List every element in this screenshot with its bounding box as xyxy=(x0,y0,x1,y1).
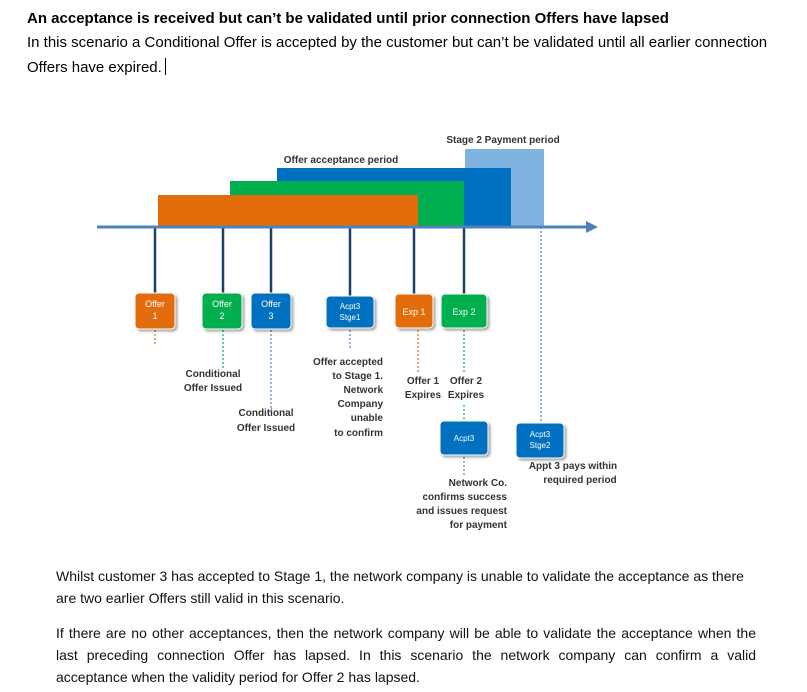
offer3-box-line1: Offer xyxy=(261,299,281,309)
stage2-payment-label: Stage 2 Payment period xyxy=(446,135,559,146)
offer-acceptance-label: Offer acceptance period xyxy=(284,155,398,166)
note-appt3-pays-line1: Appt 3 pays within xyxy=(529,461,617,472)
note-conditional-offer-2-line2: Offer Issued xyxy=(184,383,242,394)
offer1-box-line2: 1 xyxy=(152,311,157,321)
note-offer-accepted-line2: to Stage 1. xyxy=(332,371,383,382)
note-offer1-expires-line2: Expires xyxy=(405,390,442,401)
note-network-confirms-line1: Network Co. xyxy=(449,478,508,489)
acpt3-stge1-box-line1: Acpt3 xyxy=(340,302,361,311)
intro-text: In this scenario a Conditional Offer is … xyxy=(27,34,768,76)
offer3-box xyxy=(250,292,292,330)
offer2-box xyxy=(201,292,243,330)
acpt3-stge1-box xyxy=(325,295,375,329)
note-offer2-expires-line1: Offer 2 xyxy=(450,376,483,387)
intro-paragraph: In this scenario a Conditional Offer is … xyxy=(27,30,797,80)
exp2-box-label: Exp 2 xyxy=(452,307,475,317)
note-network-confirms-line3: and issues request xyxy=(416,506,507,517)
acpt3-stge2-box xyxy=(515,422,565,459)
note-appt3-pays-line2: required period xyxy=(543,475,616,486)
note-offer-accepted-line1: Offer accepted xyxy=(313,357,383,368)
offer1-period-bar xyxy=(158,195,418,227)
paragraph-customer3: Whilst customer 3 has accepted to Stage … xyxy=(56,568,744,606)
offer2-box-line2: 2 xyxy=(219,311,224,321)
offer3-box-line2: 3 xyxy=(268,311,273,321)
acpt3-stge2-box-line2: Stge2 xyxy=(530,441,551,450)
acpt3-stge2-box-line1: Acpt3 xyxy=(530,430,551,439)
offer2-box-line1: Offer xyxy=(212,299,232,309)
exp1-box xyxy=(394,293,434,329)
annotation-notes: Conditional Offer Issued Conditional Off… xyxy=(184,357,617,531)
note-conditional-offer-3-line2: Offer Issued xyxy=(237,423,295,434)
page-heading: An acceptance is received but can’t be v… xyxy=(27,10,669,27)
acpt3-box xyxy=(439,420,489,456)
acpt3-box-label: Acpt3 xyxy=(454,434,475,443)
exp2-box xyxy=(440,293,488,329)
exp1-box-label: Exp 1 xyxy=(402,307,425,317)
note-network-confirms-line4: for payment xyxy=(450,520,508,531)
note-offer-accepted-line6: to confirm xyxy=(334,428,383,439)
note-offer1-expires-line1: Offer 1 xyxy=(407,376,440,387)
axis-stems xyxy=(153,227,466,298)
event-boxes: Offer 1 Offer 2 Offer 3 Acpt3 Stge1 Exp … xyxy=(134,292,565,459)
note-offer2-expires-line2: Expires xyxy=(448,390,485,401)
note-network-confirms-line2: confirms success xyxy=(423,492,508,503)
offer1-box xyxy=(134,292,176,330)
note-conditional-offer-3-line1: Conditional xyxy=(239,408,294,419)
acpt3-stge1-box-line2: Stge1 xyxy=(340,313,361,322)
offer1-box-line1: Offer xyxy=(145,299,165,309)
note-offer-accepted-line5: unable xyxy=(351,413,384,424)
note-offer-accepted-line4: Company xyxy=(337,399,383,410)
timeline-arrowhead xyxy=(586,221,598,233)
paragraph-validation: If there are no other acceptances, then … xyxy=(56,625,756,685)
dashed-connectors xyxy=(154,227,542,476)
note-conditional-offer-2-line1: Conditional xyxy=(186,369,241,380)
text-cursor xyxy=(164,58,166,75)
note-offer-accepted-line3: Network xyxy=(344,385,384,396)
